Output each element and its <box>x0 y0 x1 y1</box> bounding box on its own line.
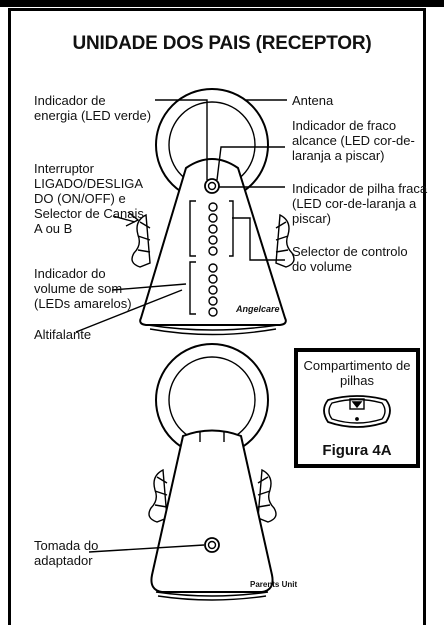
side-clip-left-front <box>131 213 151 268</box>
label-sound-volume-indicator: Indicador do volume de som (LEDs amarelo… <box>34 266 132 311</box>
leader-adapter <box>88 544 205 553</box>
leader-power <box>155 99 208 180</box>
battery-compartment-inset: Compartimento de pilhas Figura 4A <box>294 348 420 468</box>
label-volume-selector: Selector de controlo do volume <box>292 244 408 274</box>
leader-switch-arrow <box>125 211 140 227</box>
leader-switch <box>112 215 136 223</box>
inset-title: Compartimento de pilhas <box>303 358 411 388</box>
page-frame <box>8 8 426 625</box>
label-antenna: Antena <box>292 93 334 108</box>
power-led <box>204 178 220 194</box>
leader-volume-indicator <box>111 283 187 291</box>
bracket-left-upper <box>189 200 196 257</box>
label-speaker: Altifalante <box>34 327 92 342</box>
label-adapter-socket: Tomada do adaptador <box>34 538 99 568</box>
label-low-battery-indicator: Indicador de pilha fraca (LED cor-de-lar… <box>292 181 428 226</box>
leader-low-range <box>216 146 285 181</box>
bracket-left-lower <box>189 261 196 315</box>
inset-caption: Figura 4A <box>322 442 392 459</box>
label-power-indicator: Indicador de energia (LED verde) <box>34 93 152 123</box>
adapter-socket <box>204 537 220 553</box>
leader-volume-selector <box>232 217 285 261</box>
device-back-plate: Parents Unit <box>250 580 298 589</box>
side-clip-right-back <box>257 468 277 523</box>
bracket-right <box>229 200 234 257</box>
leader-speaker <box>75 289 183 333</box>
device-brand: Angelcare <box>236 304 280 314</box>
page-title: UNIDADE DOS PAIS (RECEPTOR) <box>72 33 372 54</box>
label-low-range-indicator: Indicador de fraco alcance (LED cor-de- … <box>292 118 415 163</box>
led-column <box>208 202 218 317</box>
label-power-switch: Interruptor LIGADO/DESLIGA DO (ON/OFF) e… <box>34 161 144 236</box>
side-clip-left-back <box>148 468 168 523</box>
body-back <box>150 429 274 593</box>
top-rule <box>0 0 444 7</box>
battery-cover-icon <box>323 395 391 428</box>
body-front <box>139 158 287 326</box>
side-clip-right-front <box>275 213 295 268</box>
